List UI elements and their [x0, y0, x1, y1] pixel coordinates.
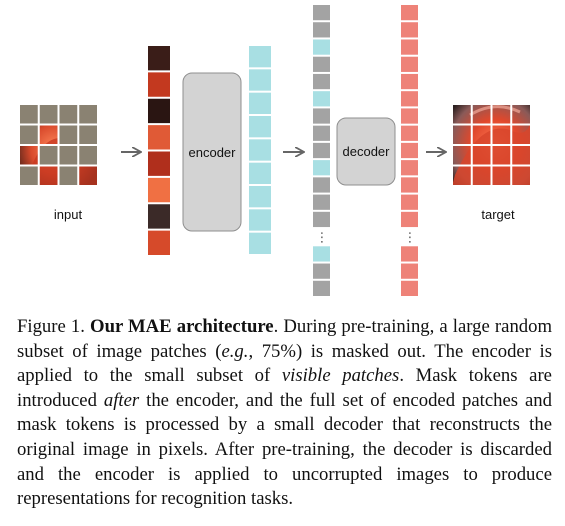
visible-patch	[148, 72, 170, 97]
mask-token	[313, 211, 330, 228]
figure-caption: Figure 1. Our MAE architecture. During p…	[17, 315, 552, 512]
decoded-token	[401, 108, 418, 124]
caption-text-1: . During pre-training, a large random su…	[17, 316, 553, 362]
encoded-token	[313, 246, 330, 262]
mask-token	[313, 194, 330, 210]
masked-patch	[19, 124, 39, 145]
masked-patch	[58, 124, 79, 145]
decoded-token	[401, 73, 418, 90]
visible-patch	[148, 46, 170, 71]
target-image	[451, 103, 532, 187]
masked-patch	[58, 165, 79, 186]
decoded-token	[401, 177, 418, 193]
decoder-label: decoder	[343, 144, 391, 159]
caption-text-4: the encoder, and the full set of encoded…	[17, 389, 552, 510]
decoded-token	[401, 91, 418, 107]
decoded-token	[401, 280, 418, 296]
encoded-token	[249, 139, 271, 161]
masked-patch	[19, 165, 39, 186]
masked-patch	[78, 145, 98, 166]
mae-architecture-diagram: input encoder ⋮ decoder ⋮ target	[18, 5, 532, 296]
encoded-token	[249, 92, 271, 114]
encoder-block: encoder	[182, 72, 242, 232]
mask-token	[313, 108, 330, 124]
mask-token	[313, 73, 330, 90]
decoded-token	[401, 246, 418, 262]
visible-patch	[148, 98, 170, 124]
decoded-token	[401, 194, 418, 210]
input-image	[18, 103, 99, 187]
decoded-token	[401, 39, 418, 55]
caption-visible-patches: visible patches	[281, 365, 400, 387]
mask-token	[313, 142, 330, 159]
caption-after: after	[103, 389, 140, 411]
mask-token	[313, 125, 330, 141]
masked-patch	[58, 104, 79, 125]
mask-token	[313, 177, 330, 193]
decoded-token-column: ⋮	[401, 5, 418, 296]
target-label: target	[481, 207, 515, 222]
ellipsis-mark: ⋮	[316, 230, 329, 245]
decoder-block: decoder	[336, 117, 396, 186]
caption-title: Our MAE architecture	[90, 316, 274, 337]
masked-patch	[58, 145, 79, 166]
full-token-column: ⋮	[313, 5, 330, 296]
masked-patch	[38, 145, 59, 166]
visible-patches-column	[148, 46, 170, 255]
masked-patch	[19, 104, 39, 125]
mask-token	[313, 280, 330, 296]
encoded-tokens-column	[249, 46, 271, 254]
encoded-token	[249, 162, 271, 184]
encoded-token	[249, 46, 271, 68]
masked-patch	[38, 104, 59, 125]
encoder-label: encoder	[189, 145, 237, 160]
masked-patch	[78, 104, 98, 125]
encoded-token	[249, 186, 271, 208]
decoded-token	[401, 142, 418, 159]
encoded-token	[249, 232, 271, 254]
mask-token	[313, 263, 330, 279]
decoded-token	[401, 160, 418, 176]
encoded-token	[313, 39, 330, 55]
decoded-token	[401, 125, 418, 141]
input-mask-grid	[18, 103, 99, 187]
visible-patch	[148, 125, 170, 150]
visible-patch	[148, 204, 170, 229]
decoded-token	[401, 56, 418, 72]
caption-text-3: . Mask tokens are introduced	[17, 365, 552, 411]
visible-patch	[148, 230, 170, 255]
encoded-token	[313, 160, 330, 176]
encoded-token	[249, 116, 271, 138]
mask-token	[313, 22, 330, 38]
decoded-token	[401, 263, 418, 279]
encoded-token	[249, 209, 271, 231]
figure-number: Figure 1.	[17, 316, 85, 337]
caption-text-2: , 75%) is masked out. The encoder is app…	[17, 340, 552, 387]
masked-patch	[78, 124, 98, 145]
mask-token	[313, 56, 330, 72]
caption-eg: e.g.	[221, 340, 249, 362]
visible-patch	[148, 151, 170, 176]
visible-patch	[148, 177, 170, 203]
input-label: input	[54, 207, 83, 222]
decoded-token	[401, 211, 418, 228]
decoded-token	[401, 22, 418, 38]
decoded-token	[401, 5, 418, 21]
ellipsis-mark: ⋮	[404, 230, 417, 245]
target-grid-lines	[451, 103, 532, 187]
encoded-token	[249, 69, 271, 91]
mask-token	[313, 5, 330, 21]
encoded-token	[313, 91, 330, 107]
